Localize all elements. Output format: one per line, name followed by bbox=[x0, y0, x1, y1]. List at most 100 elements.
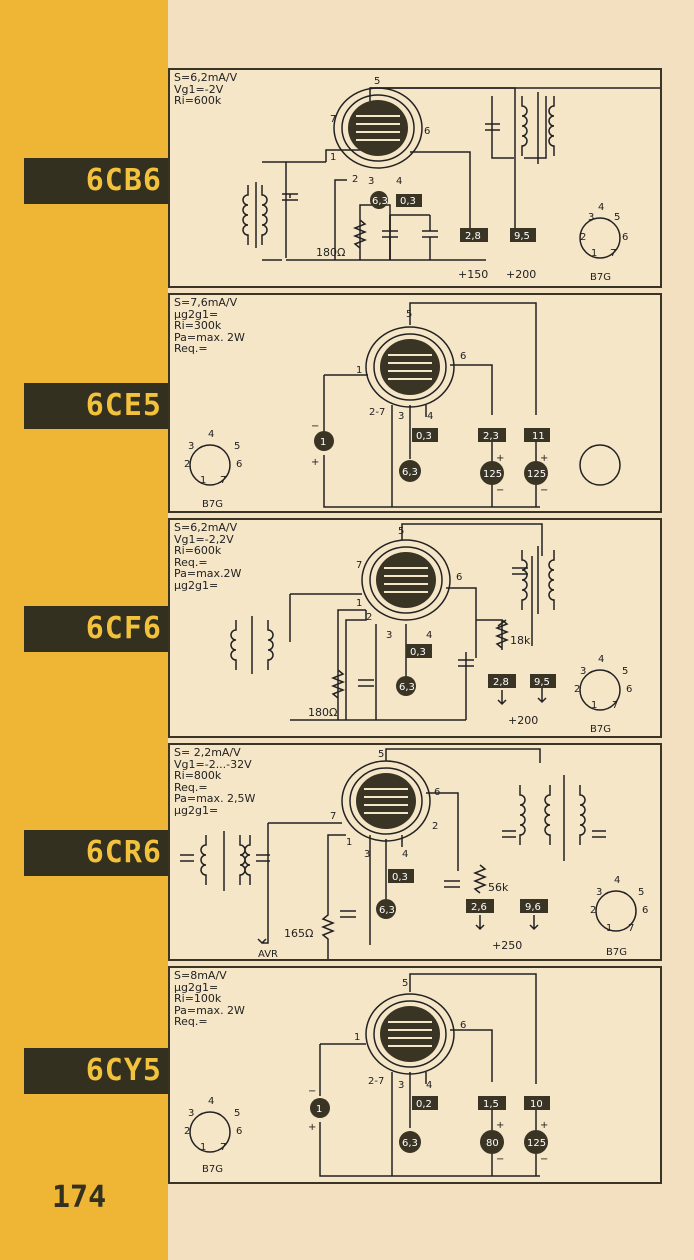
heater-current: 0,3 bbox=[392, 872, 408, 883]
circuit-panel-6cr6: S= 2,2mA/V Vg1=-2...-32V Ri=800k Req.= P… bbox=[168, 743, 662, 961]
heater-voltage-badge bbox=[396, 676, 416, 696]
screen-current: 10 bbox=[530, 1099, 543, 1110]
spec-list: S=6,2mA/V Vg1=-2V Ri=600k bbox=[174, 72, 237, 107]
anode-current-box bbox=[478, 1096, 506, 1110]
circuit-schematic: 1 − + 6,3 0,2 1,5 10 80 125 + − + − 5 1 … bbox=[184, 973, 550, 1177]
pin-label: 3 bbox=[386, 630, 392, 641]
base-pin: 7 bbox=[628, 923, 634, 934]
heater-current-box bbox=[412, 428, 438, 442]
screen-voltage-badge bbox=[524, 461, 548, 485]
pin-label: 2 bbox=[366, 612, 372, 623]
base-pin: 7 bbox=[220, 1142, 226, 1153]
pin-label: 1 bbox=[356, 365, 362, 376]
pin-label: 1 bbox=[356, 598, 362, 609]
pin-label: 6 bbox=[434, 787, 440, 798]
spec-line: Pa=max.2W bbox=[174, 567, 242, 581]
spec-line: Ri=300k bbox=[174, 319, 222, 333]
pin-label: 3 bbox=[368, 176, 374, 187]
heater-voltage-badge bbox=[399, 1131, 421, 1153]
base-pin: 2 bbox=[184, 1126, 190, 1137]
anode-current: 2,8 bbox=[493, 677, 509, 688]
spec-line: S=6,2mA/V bbox=[174, 71, 238, 84]
pin-label: 2-7 bbox=[368, 1076, 384, 1087]
polarity-minus: − bbox=[308, 1086, 316, 1097]
circuit-schematic: 6,3 0,3 2,8 9,5 5 7 1 6 2 3 4 180Ω +150 … bbox=[242, 76, 660, 283]
tube-label-6ce5: 6CE5 bbox=[24, 383, 168, 429]
spec-line: Ri=100k bbox=[174, 992, 222, 1006]
avr-label: AVR bbox=[258, 949, 278, 959]
pin-label: 6 bbox=[460, 351, 466, 362]
anode-current-box bbox=[460, 228, 488, 242]
heater-current-box bbox=[396, 194, 422, 207]
polarity-plus: + bbox=[540, 453, 548, 464]
spec-line: S= 2,2mA/V bbox=[174, 746, 241, 759]
cathode-resistor-label: 180Ω bbox=[308, 706, 337, 719]
pin-label: 5 bbox=[406, 309, 412, 320]
pin-label: 2 bbox=[432, 821, 438, 832]
spec-line: μg2g1= bbox=[174, 578, 219, 592]
screen-voltage: 125 bbox=[527, 469, 546, 480]
pin-label: 5 bbox=[398, 526, 404, 537]
anode-current: 2,3 bbox=[483, 431, 499, 442]
anode-current-box bbox=[488, 674, 516, 688]
anode-current: 1,5 bbox=[483, 1099, 499, 1110]
base-pin: 7 bbox=[610, 248, 616, 259]
pin-label: 4 bbox=[426, 630, 432, 641]
base-pin: 4 bbox=[614, 875, 620, 886]
base-pin: 6 bbox=[622, 232, 628, 243]
pin-label: 2 bbox=[352, 174, 358, 185]
polarity-minus: − bbox=[311, 421, 319, 432]
circuit-panel-6cb6: S=6,2mA/V Vg1=-2V Ri=600k bbox=[168, 68, 662, 288]
tube-label-6cf6: 6CF6 bbox=[24, 606, 168, 652]
pin-label: 4 bbox=[396, 176, 402, 187]
circuit-panel-6ce5: S=7,6mA/V μg2g1= Ri=300k Pa=max. 2W Req.… bbox=[168, 293, 662, 513]
cathode-resistor-label: 165Ω bbox=[284, 927, 313, 940]
base-pin: 6 bbox=[236, 1126, 242, 1137]
spec-line: Req.= bbox=[174, 780, 208, 794]
heater-voltage-badge bbox=[370, 191, 388, 209]
base-pin: 1 bbox=[606, 923, 612, 934]
pin-label: 7 bbox=[356, 560, 362, 571]
pin-label: 1 bbox=[330, 152, 336, 163]
grid-bias-value: 1 bbox=[316, 1104, 322, 1115]
spec-line: Pa=max. 2,5W bbox=[174, 792, 256, 806]
polarity-plus: + bbox=[311, 457, 319, 468]
spec-line: Ri=600k bbox=[174, 94, 222, 108]
heater-current: 0,3 bbox=[410, 647, 426, 658]
base-pin: 1 bbox=[591, 248, 597, 259]
spec-list: S=7,6mA/V μg2g1= Ri=300k Pa=max. 2W Req.… bbox=[174, 297, 245, 355]
screen-current: 11 bbox=[532, 431, 545, 442]
pin-label: 6 bbox=[424, 126, 430, 137]
pin-label: 5 bbox=[378, 749, 384, 760]
spec-line: Req.= bbox=[174, 342, 208, 356]
polarity-plus: + bbox=[540, 1120, 548, 1131]
base-pin: 7 bbox=[612, 700, 618, 711]
spec-line: Pa=max. 2W bbox=[174, 1003, 245, 1017]
page-number: 174 bbox=[52, 1180, 107, 1215]
heater-voltage-badge bbox=[376, 899, 396, 919]
base-pin: 1 bbox=[591, 700, 597, 711]
heater-current-box bbox=[406, 644, 432, 658]
anode-voltage-badge bbox=[480, 1130, 504, 1154]
pin-label: 1 bbox=[354, 1032, 360, 1043]
anode-current-box bbox=[478, 428, 506, 442]
base-pin: 2 bbox=[590, 905, 596, 916]
base-type-label: B7G bbox=[202, 499, 223, 510]
polarity-minus: − bbox=[540, 485, 548, 496]
spec-line: Req.= bbox=[174, 1015, 208, 1029]
grid-bias-badge bbox=[314, 431, 334, 451]
heater-current: 0,3 bbox=[400, 196, 416, 207]
screen-voltage: 125 bbox=[527, 1138, 546, 1149]
cathode-resistor-label: 180Ω bbox=[316, 246, 345, 259]
spec-list: S= 2,2mA/V Vg1=-2...-32V Ri=800k Req.= P… bbox=[174, 747, 255, 817]
supply-voltage-label: +150 bbox=[458, 268, 488, 281]
base-pin: 2 bbox=[580, 232, 586, 243]
base-pin: 4 bbox=[598, 202, 604, 213]
circuit-panel-6cf6: S=6,2mA/V Vg1=-2,2V Ri=600k Req.= Pa=max… bbox=[168, 518, 662, 738]
base-pin: 3 bbox=[580, 666, 586, 677]
screen-current: 9,5 bbox=[534, 677, 550, 688]
grid-bias-value: 1 bbox=[320, 437, 326, 448]
grid-bias-badge bbox=[310, 1098, 330, 1118]
heater-voltage-badge bbox=[399, 460, 421, 482]
spec-line: Ri=600k bbox=[174, 544, 222, 558]
